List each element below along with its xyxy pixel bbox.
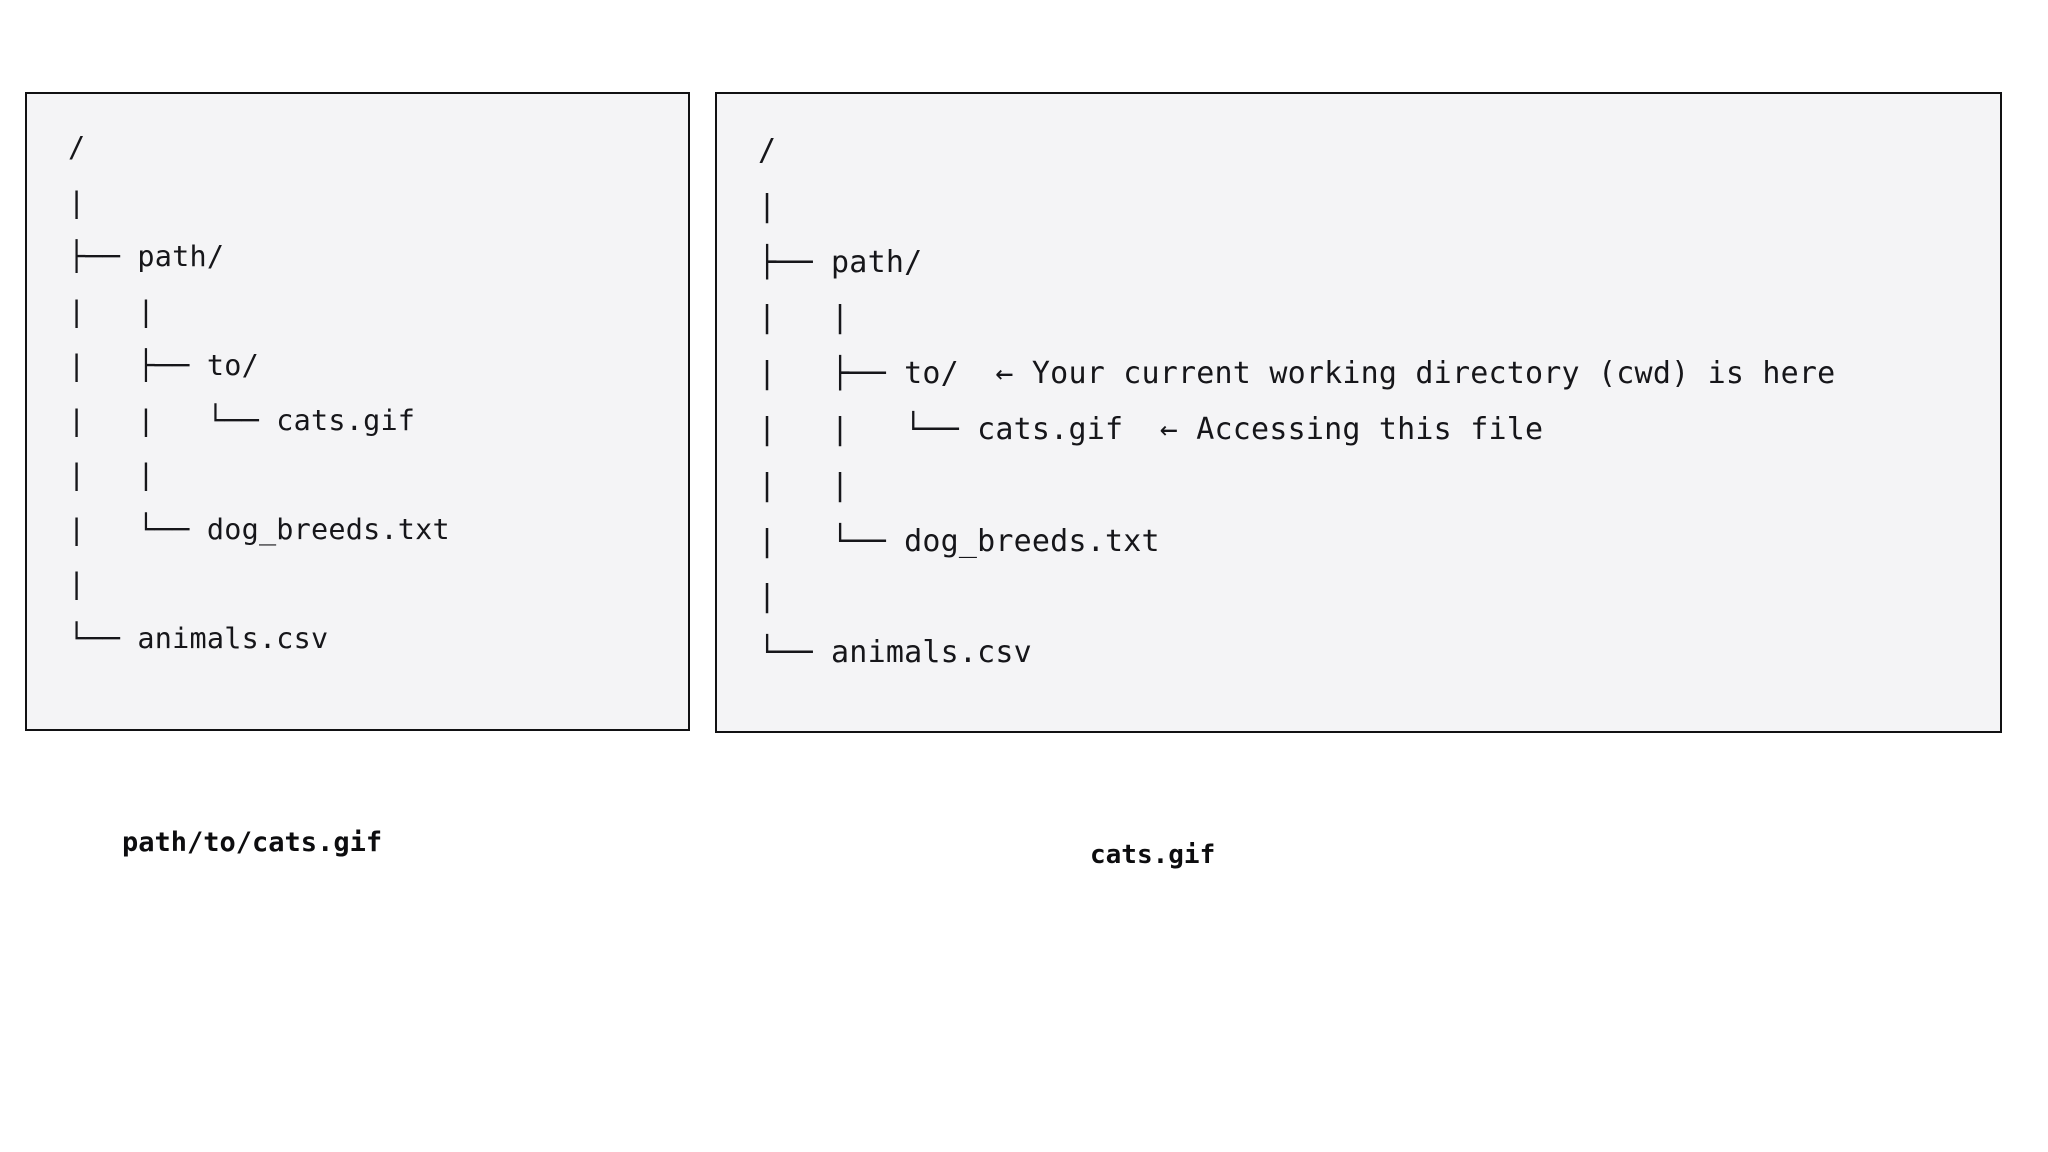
caption-relative-path: cats.gif bbox=[1090, 840, 1216, 870]
caption-absolute-path: path/to/cats.gif bbox=[122, 827, 383, 858]
directory-tree-relative-annotated: / | ├── path/ | | | ├── to/ ← Your curre… bbox=[758, 133, 1836, 671]
relative-path-tree-panel: / | ├── path/ | | | ├── to/ ← Your curre… bbox=[715, 92, 2002, 733]
directory-tree-absolute: / | ├── path/ | | | ├── to/ | | └── cats… bbox=[68, 131, 450, 655]
absolute-path-tree-panel: / | ├── path/ | | | ├── to/ | | └── cats… bbox=[25, 92, 690, 731]
